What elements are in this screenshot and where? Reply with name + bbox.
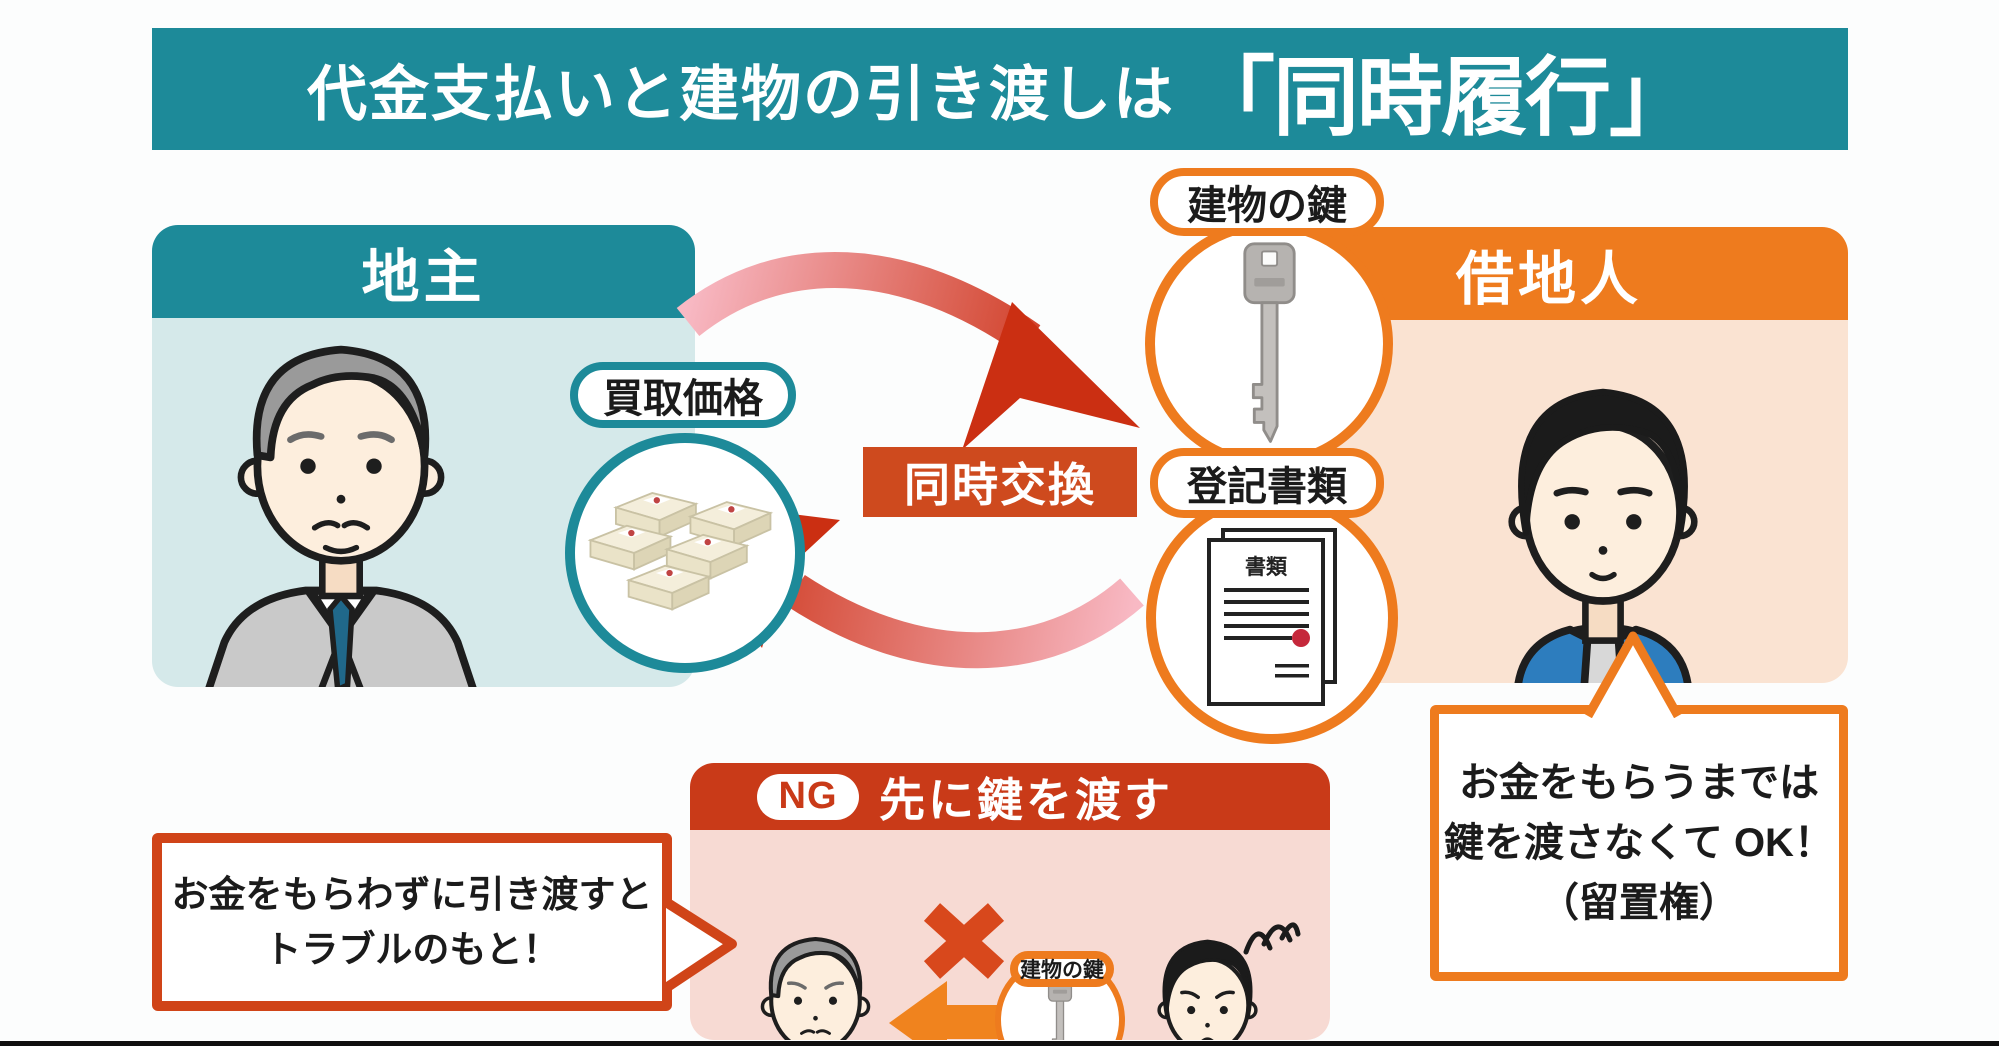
ng-key-label-pill: 建物の鍵: [1010, 951, 1114, 987]
money-stack-icon: [585, 488, 785, 618]
key-label-pill: 建物の鍵: [1150, 168, 1384, 236]
key-label: 建物の鍵: [1187, 184, 1347, 228]
exchange-label: 同時交換: [904, 459, 1096, 511]
warning-bubble-pointer-icon: [663, 897, 737, 993]
warning-bubble-line1: お金をもらわずに引き渡すと: [171, 873, 653, 915]
ng-title: 先に鍵を渡す: [879, 773, 1173, 826]
documents-icon: 書類: [1207, 527, 1337, 706]
anger-scribble-icon: [1243, 922, 1301, 955]
docs-circle: 書類: [1146, 492, 1398, 744]
leaseholder-bubble-line3: （留置権）: [1539, 881, 1739, 925]
page-title-highlight: 「同時履行」: [1189, 49, 1695, 146]
leaseholder-bubble-line1: お金をもらうまでは: [1459, 761, 1819, 805]
doc-sheet-title: 書類: [1245, 555, 1288, 579]
title-banner: 代金支払いと建物の引き渡しは 「同時履行」: [152, 28, 1848, 150]
docs-label-pill: 登記書類: [1150, 448, 1384, 518]
ng-header: NG 先に鍵を渡す: [690, 763, 1330, 830]
warning-bubble: お金をもらわずに引き渡すと トラブルのもと！: [152, 833, 672, 1011]
ng-landowner-illustration: [728, 918, 903, 1040]
landowner-header: 地主: [152, 225, 695, 318]
bottom-rule: [0, 1041, 1999, 1046]
ng-badge: NG: [757, 773, 859, 820]
key-circle: [1145, 220, 1393, 468]
landowner-header-label: 地主: [361, 244, 486, 310]
key-icon: [1242, 241, 1296, 443]
leaseholder-body: [1320, 320, 1848, 683]
warning-bubble-line2: トラブルのもと！: [264, 929, 560, 970]
x-mark-icon: [923, 903, 1005, 979]
leaseholder-bubble-pointer-icon: [1584, 631, 1682, 718]
exchange-label-box: 同時交換: [863, 447, 1137, 517]
price-circle: [565, 433, 805, 673]
docs-label: 登記書類: [1187, 465, 1347, 509]
leaseholder-header-label: 借地人: [1455, 246, 1642, 312]
leaseholder-bubble-line2: 鍵を渡さなくて OK！: [1444, 821, 1834, 865]
price-label: 買取価格: [603, 377, 763, 421]
leaseholder-speech-bubble: お金をもらうまでは 鍵を渡さなくて OK！ （留置権）: [1430, 705, 1848, 981]
ng-key-label: 建物の鍵: [1020, 959, 1104, 982]
leaseholder-panel: 借地人: [1320, 227, 1848, 683]
ng-panel: NG 先に鍵を渡す 建: [690, 763, 1330, 1040]
page-title: 代金支払いと建物の引き渡しは: [307, 60, 1175, 128]
ng-body: 建物の鍵: [690, 830, 1330, 1040]
price-label-pill: 買取価格: [570, 362, 796, 428]
landowner-illustration: [176, 318, 506, 687]
top-curved-arrow-icon: [676, 252, 1140, 450]
handover-arrow-icon: [889, 981, 1015, 1040]
leaseholder-header: 借地人: [1320, 227, 1848, 320]
